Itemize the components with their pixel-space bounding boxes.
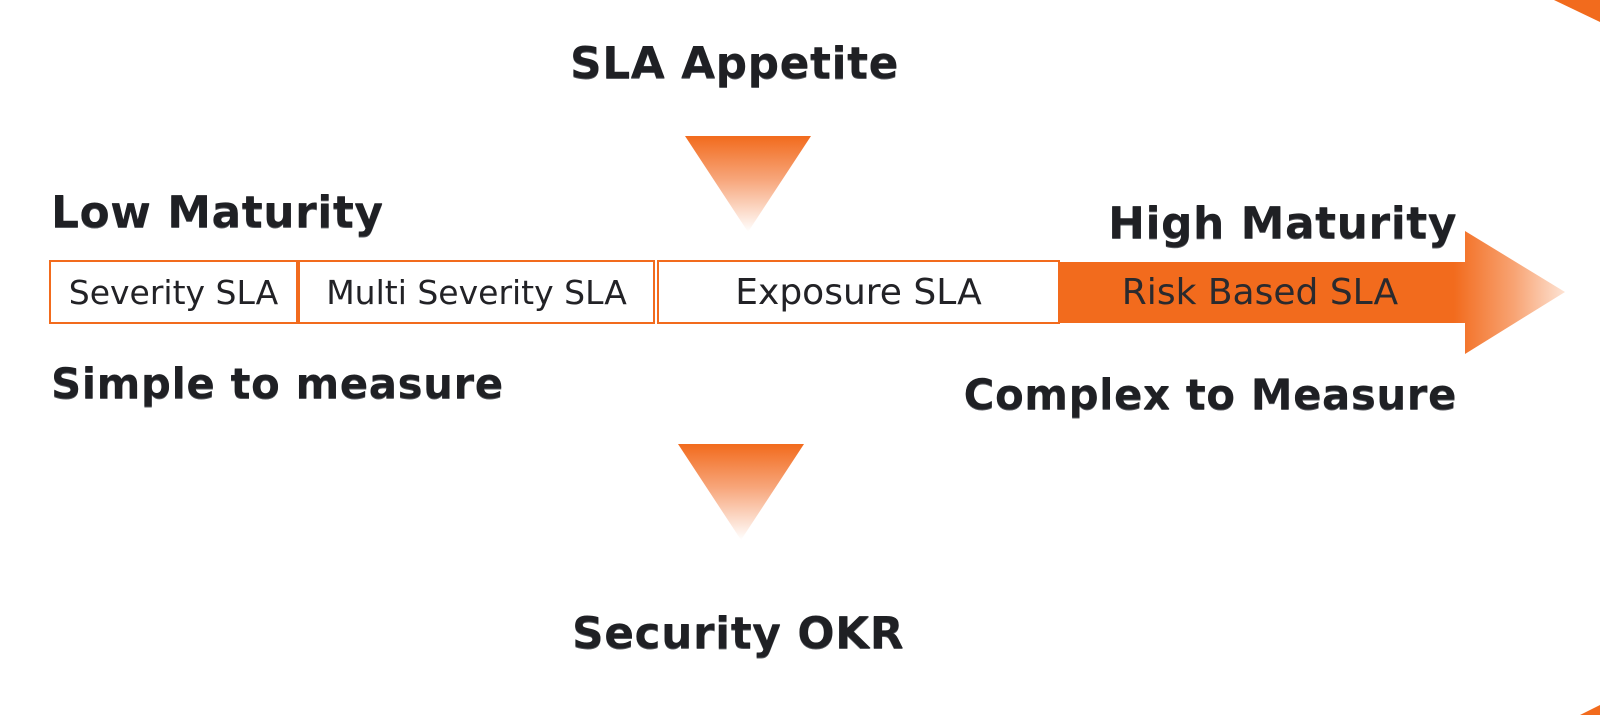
stage-multi-severity-sla: Multi Severity SLA <box>298 260 655 324</box>
maturity-arrow <box>1060 231 1565 354</box>
simple-to-measure-label: Simple to measure <box>51 359 504 408</box>
corner-accent-bottom <box>1580 705 1600 715</box>
high-maturity-label: High Maturity <box>1108 198 1457 249</box>
stage-severity-sla: Severity SLA <box>49 260 298 324</box>
corner-accent-top <box>1554 0 1600 22</box>
down-triangle-bottom <box>678 444 804 540</box>
stage-exposure-sla: Exposure SLA <box>657 260 1060 324</box>
stage-risk-based-sla: Risk Based SLA <box>1121 271 1399 313</box>
low-maturity-label: Low Maturity <box>51 187 384 238</box>
complex-to-measure-label: Complex to Measure <box>963 370 1457 419</box>
down-triangle-top <box>685 136 811 232</box>
sla-appetite-title: SLA Appetite <box>570 38 899 89</box>
security-okr-title: Security OKR <box>572 608 905 659</box>
